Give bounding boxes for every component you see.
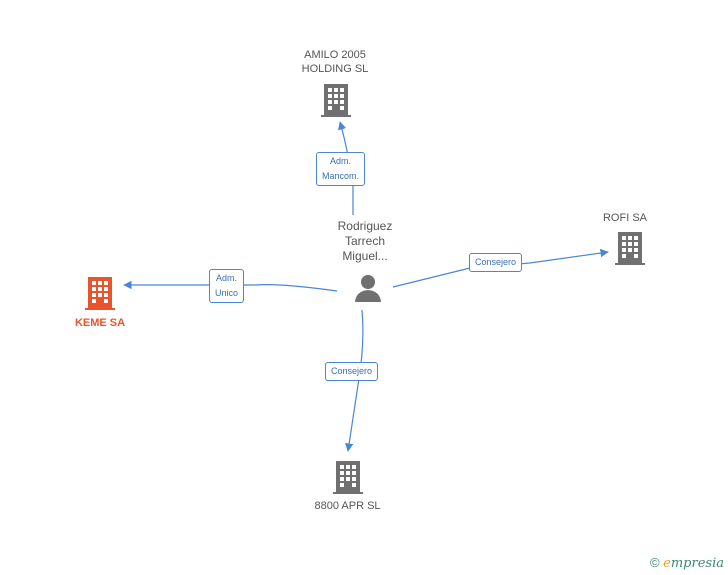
edge-label-line: Consejero [475,257,517,267]
company-label-keme[interactable]: KEME SA [60,316,140,330]
person-label[interactable]: Rodriguez Tarrech Miguel... [325,219,405,264]
company-name-line: AMILO 2005 [304,49,366,61]
edge-label-keme: Adm. Unico [209,269,245,303]
edge-label-line: Unico [215,288,239,298]
building-icon-rofi[interactable] [615,232,645,265]
person-name-line: Rodriguez [337,219,393,233]
person-name-line: Miguel... [342,249,388,263]
edge-label-line: Mancom. [322,171,360,181]
company-name-line: 8800 APR SL [314,500,381,512]
edge-label-line: Adm. [216,273,238,283]
building-icon-keme[interactable] [85,277,115,310]
building-icon-amilo[interactable] [321,84,351,117]
edge-label-line: Adm. [330,156,352,166]
person-name-line: Tarrech [344,234,385,248]
brand-footer[interactable]: © empresia [650,555,724,571]
company-label-amilo[interactable]: AMILO 2005 HOLDING SL [290,48,380,76]
edge-apr [344,309,364,452]
edge-label-amilo: Adm. Mancom. [316,152,366,186]
copyright-icon: © [649,555,660,570]
edge-keme [123,280,338,292]
brand-logo-text: mpresia [670,556,724,571]
company-name-line: ROFI SA [602,212,647,224]
company-label-apr[interactable]: 8800 APR SL [300,499,395,513]
edge-label-apr: Consejero [325,362,379,381]
company-label-rofi[interactable]: ROFI SA [595,211,655,225]
company-name-line: HOLDING SL [301,63,369,75]
edge-label-line: Consejero [331,366,373,376]
person-icon[interactable] [355,275,381,302]
building-icon-apr[interactable] [333,461,363,494]
brand-logo-initial: e [663,556,671,571]
edge-label-rofi: Consejero [469,253,523,272]
company-name-line: KEME SA [74,317,126,329]
